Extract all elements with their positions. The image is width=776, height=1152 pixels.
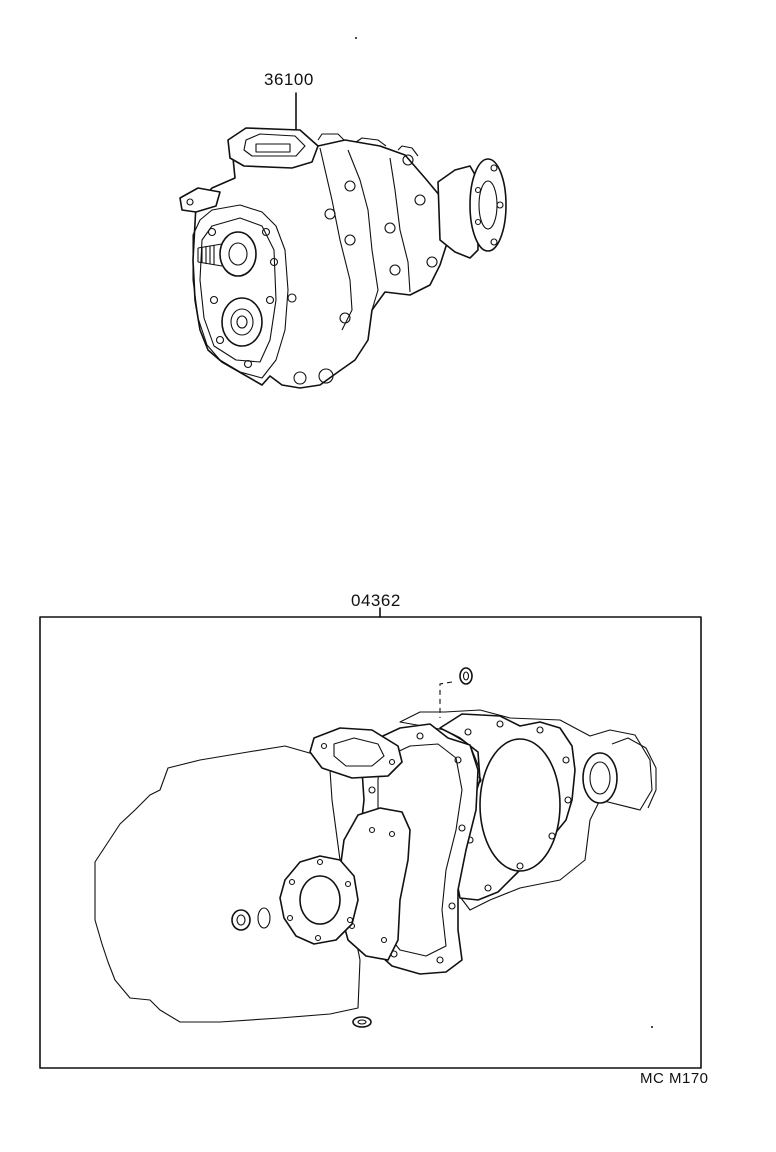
figure-code: MC M170: [640, 1070, 709, 1087]
gasket-kit-icon: [94, 667, 657, 1028]
part-number-36100: 36100: [264, 70, 314, 89]
gasket-kit-frame: [39, 616, 702, 1069]
transfer-assembly-icon: [179, 127, 507, 389]
part-number-04362: 04362: [351, 591, 401, 610]
